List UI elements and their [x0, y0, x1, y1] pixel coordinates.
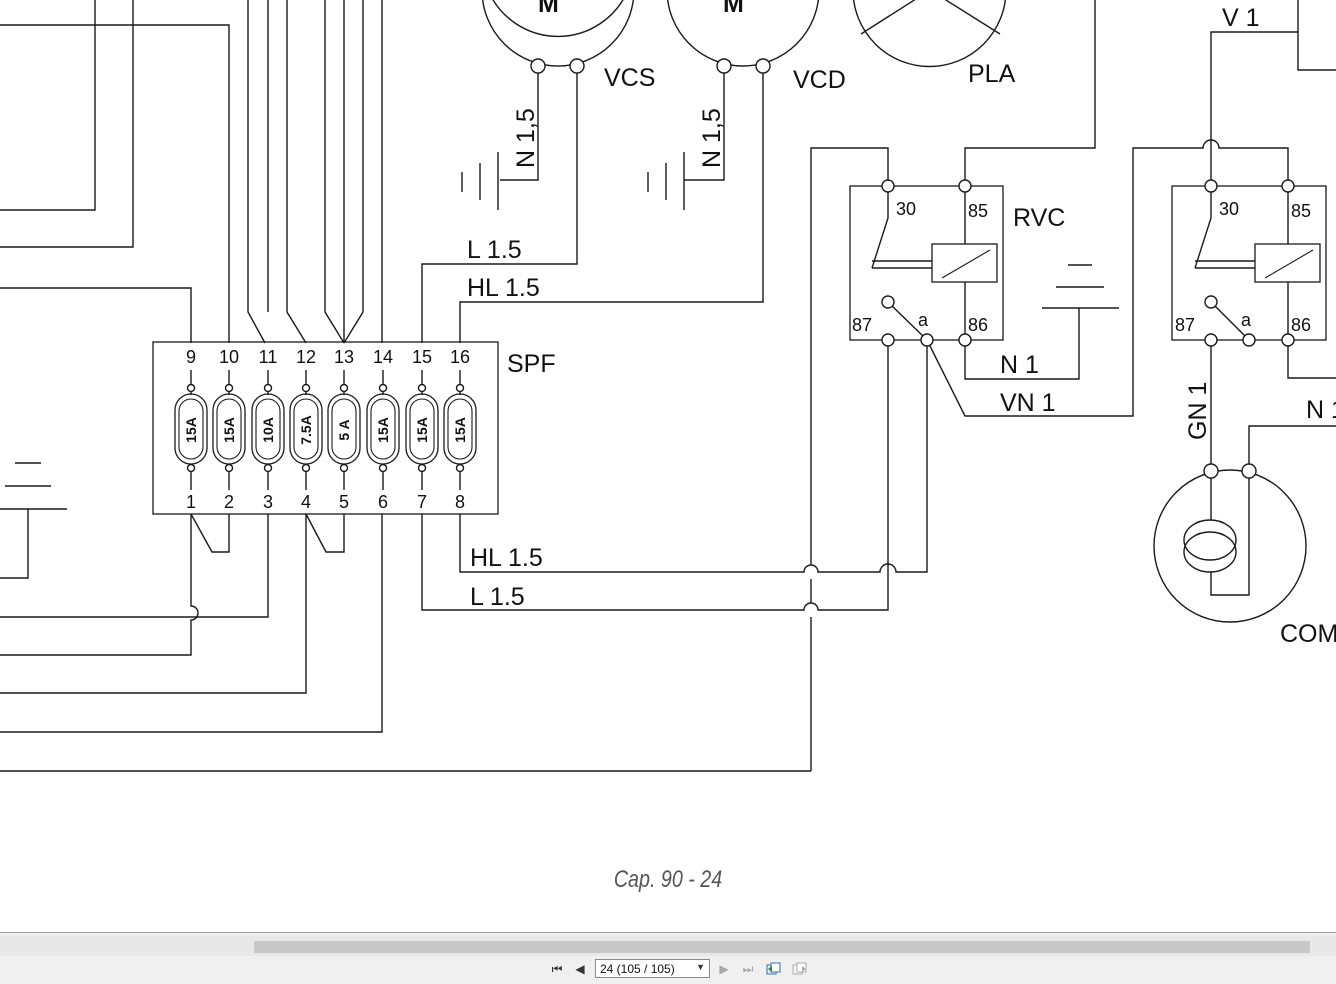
chevron-down-icon: ▼: [696, 962, 705, 972]
relay-right: 30 85 87 a 86: [1171, 185, 1327, 341]
fuse-5: 13 5 5 A: [327, 347, 361, 512]
svg-text:a: a: [918, 310, 929, 330]
fuse-top-pin: 15: [412, 347, 432, 367]
svg-text:86: 86: [1291, 315, 1311, 335]
relay-rvc: 30 85 87 a 86 RVC: [849, 185, 1065, 341]
fuse-bottom-pin: 5: [339, 492, 349, 512]
svg-text:a: a: [1241, 310, 1252, 330]
lamp-pla: PLA: [853, 0, 1016, 88]
page-number-select[interactable]: 24 (105 / 105) ▼: [595, 959, 710, 978]
spf-label: SPF: [507, 350, 556, 378]
fuse-bottom-pin: 2: [224, 492, 234, 512]
svg-text:M: M: [538, 0, 559, 18]
fuse-top-pin: 9: [186, 347, 196, 367]
motor-vcd: M VCD: [667, 0, 846, 94]
fuse-top-pin: 13: [334, 347, 354, 367]
fuse-7: 15 7 15A: [405, 347, 439, 512]
svg-text:86: 86: [968, 315, 988, 335]
wire-l15-top: L 1.5: [467, 236, 522, 264]
wire-l15-bottom: L 1.5: [470, 583, 525, 611]
wire-n15-left: N 1,5: [512, 108, 540, 168]
fuse-8: 16 8 15A: [443, 347, 477, 512]
fuse-rating: 15A: [221, 417, 237, 443]
page-caption: Cap. 90 - 24: [613, 866, 723, 893]
ground-symbol-left: [0, 462, 67, 579]
com-label: COM: [1280, 620, 1336, 648]
fuse-top-pin: 10: [219, 347, 239, 367]
wire-hl15-bottom: HL 1.5: [470, 544, 543, 572]
fuse-top-pin: 16: [450, 347, 470, 367]
fuse-rating: 15A: [414, 417, 430, 443]
go-back-icon[interactable]: [765, 961, 783, 977]
fuse-bottom-pin: 8: [455, 492, 465, 512]
fuse-top-pin: 12: [296, 347, 316, 367]
vcd-label: VCD: [793, 66, 846, 94]
scrollbar-thumb[interactable]: [254, 941, 1310, 953]
fuse-rating: 5 A: [336, 419, 352, 440]
svg-text:30: 30: [1219, 199, 1239, 219]
document-viewer: M VCS M VCD PLA N 1,5 L 1.5 N 1,5 HL 1.5…: [0, 0, 1336, 893]
wire-gn1: GN 1: [1184, 382, 1212, 440]
go-forward-icon[interactable]: [791, 961, 809, 977]
svg-text:87: 87: [1175, 315, 1195, 335]
fuse-top-pin: 14: [373, 347, 393, 367]
fuse-rating: 15A: [452, 417, 468, 443]
wire-hl15-top: HL 1.5: [467, 274, 540, 302]
first-page-icon[interactable]: ⏮: [551, 961, 563, 976]
fuse-3: 11 3 10A: [251, 347, 285, 512]
svg-text:85: 85: [1291, 201, 1311, 221]
fuse-6: 14 6 15A: [366, 347, 400, 512]
svg-text:M: M: [723, 0, 744, 18]
fuse-top-pin: 11: [259, 347, 278, 367]
wire-n1: N 1: [1000, 351, 1039, 379]
fuse-bottom-pin: 3: [263, 492, 273, 512]
motor-vcs: M VCS: [482, 0, 655, 92]
vcs-label: VCS: [604, 64, 655, 92]
fuse-2: 10 2 15A: [212, 347, 246, 512]
fuse-bottom-pin: 1: [186, 492, 196, 512]
fuse-rating: 7.5A: [298, 415, 314, 445]
fuse-4: 12 4 7.5A: [289, 347, 323, 512]
rvc-label: RVC: [1013, 204, 1065, 232]
fuse-1: 9 1 15A: [174, 347, 208, 512]
component-com: COM: [1153, 469, 1336, 648]
horizontal-scrollbar[interactable]: [0, 936, 1336, 956]
fusebox-spf: SPF 9 1 15A 10 2 15A 11 3 10A 12 4 7.5A 13 5 5 A 14 6 15A…: [152, 341, 556, 515]
fuse-rating: 15A: [183, 417, 199, 443]
wire-vn1: VN 1: [1000, 389, 1056, 417]
navigation-toolbar: [0, 932, 1336, 984]
pla-label: PLA: [968, 60, 1016, 88]
svg-text:85: 85: [968, 201, 988, 221]
svg-text:87: 87: [852, 315, 872, 335]
page-number-value: 24 (105 / 105): [600, 961, 675, 976]
next-page-icon[interactable]: ▶: [719, 962, 729, 976]
wire-v1: V 1: [1222, 4, 1260, 32]
last-page-icon[interactable]: ⏭: [742, 961, 754, 976]
svg-text:30: 30: [896, 199, 916, 219]
fuse-rating: 10A: [260, 417, 276, 443]
wire-n1-right: N 1: [1306, 396, 1336, 424]
fuse-bottom-pin: 6: [378, 492, 388, 512]
fuse-bottom-pin: 4: [301, 492, 311, 512]
fuse-rating: 15A: [375, 417, 391, 443]
wiring-schematic: M VCS M VCD PLA N 1,5 L 1.5 N 1,5 HL 1.5…: [0, 0, 1336, 772]
previous-page-icon[interactable]: ◀: [575, 962, 585, 976]
fuse-bottom-pin: 7: [417, 492, 427, 512]
wire-n15-right: N 1,5: [698, 108, 726, 168]
